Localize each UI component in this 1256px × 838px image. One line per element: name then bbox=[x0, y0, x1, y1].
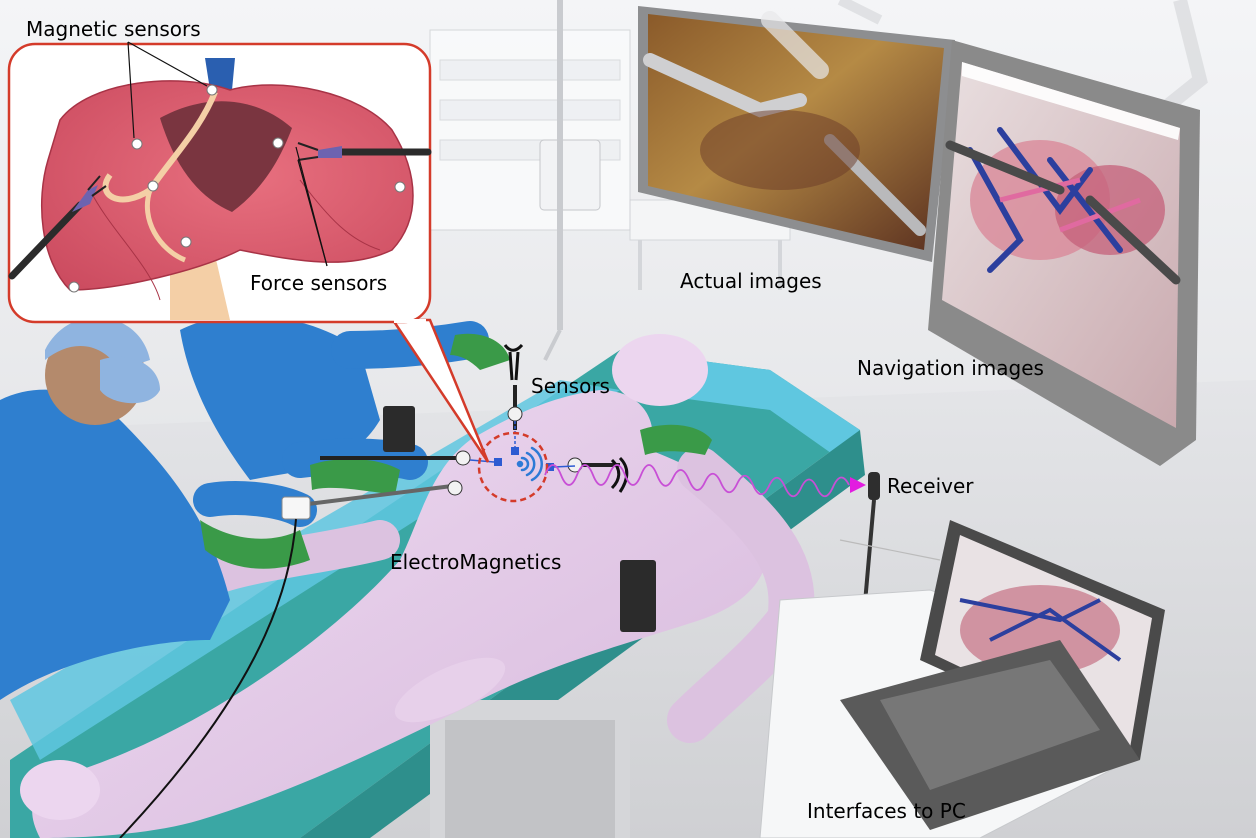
actual-images-label: Actual images bbox=[680, 271, 822, 291]
field-generator-left bbox=[383, 406, 415, 452]
electromagnetics-label: ElectroMagnetics bbox=[390, 552, 561, 572]
signal-marker bbox=[511, 447, 519, 455]
sensors-label: Sensors bbox=[531, 376, 610, 396]
interfaces-to-pc-label: Interfaces to PC bbox=[807, 801, 966, 821]
field-generator-right bbox=[620, 560, 656, 632]
force-sensors-label: Force sensors bbox=[250, 273, 387, 293]
receiver-label: Receiver bbox=[887, 476, 974, 496]
navigation-images-label: Navigation images bbox=[857, 358, 1044, 378]
background-cabinet bbox=[430, 30, 630, 230]
signal-marker bbox=[494, 458, 502, 466]
magnetic-sensors-label: Magnetic sensors bbox=[26, 19, 201, 39]
